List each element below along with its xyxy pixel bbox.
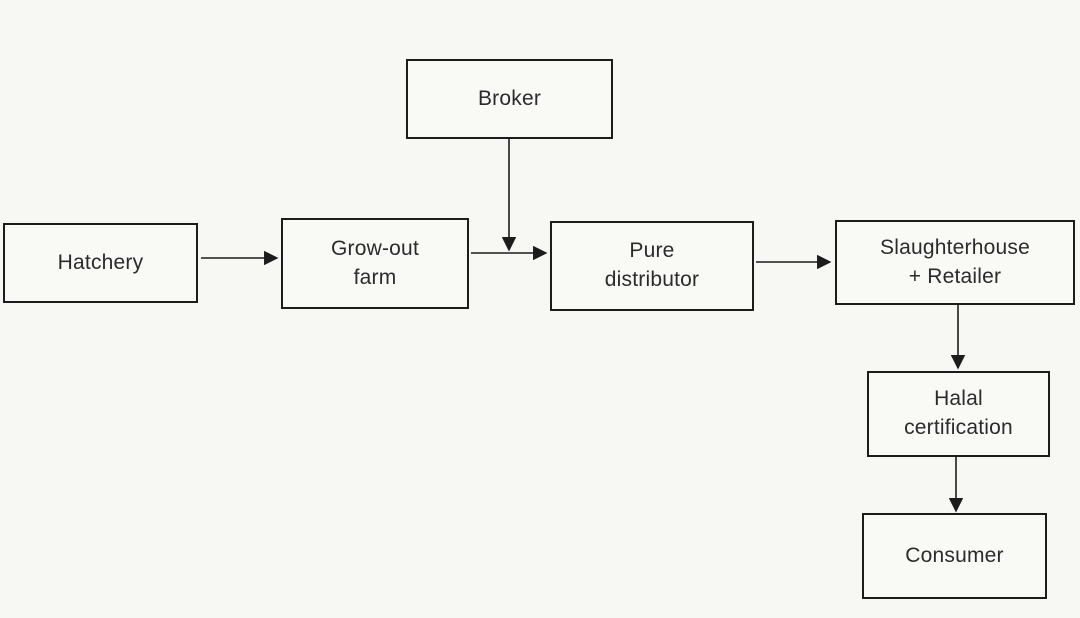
- node-slaughterhouse-retailer-label: Slaughterhouse + Retailer: [880, 235, 1030, 288]
- node-consumer-label: Consumer: [905, 543, 1004, 567]
- node-slaughterhouse-retailer: Slaughterhouse + Retailer: [835, 220, 1075, 305]
- node-broker-label: Broker: [477, 86, 542, 110]
- node-pure-distributor-label: Pure distributor: [604, 239, 700, 291]
- node-grow-out-farm-label: Grow-out farm: [331, 236, 419, 289]
- node-hatchery: Hatchery: [3, 223, 198, 303]
- node-hatchery-label: Hatchery: [57, 250, 144, 274]
- node-halal-certification-label: Halal certification: [904, 387, 1013, 439]
- node-halal-certification: Halal certification: [867, 371, 1050, 457]
- node-pure-distributor: Pure distributor: [550, 221, 754, 311]
- node-grow-out-farm: Grow-out farm: [281, 218, 469, 309]
- node-consumer: Consumer: [862, 513, 1047, 599]
- node-broker: Broker: [406, 59, 613, 139]
